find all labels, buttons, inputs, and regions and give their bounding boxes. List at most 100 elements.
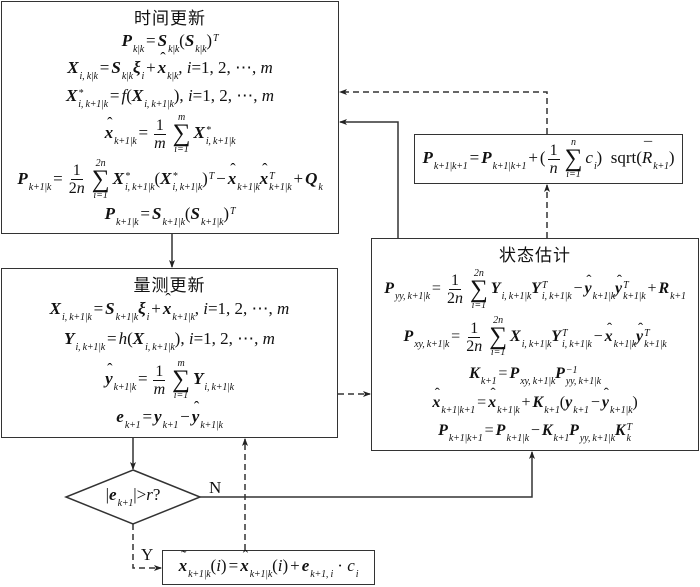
state-estimation-formula-3: K​k+1=P​xy, k+1|kP−1yy, k+1|k	[469, 364, 601, 387]
symbol-with-scripts: Q​k	[305, 169, 323, 193]
symbol-with-scripts: P​xy, k+1|k	[403, 327, 449, 350]
operator: −	[590, 393, 600, 411]
fraction-denominator: m	[152, 135, 168, 152]
symbol-with-scripts: )T​	[206, 31, 218, 55]
subscript: i, k+1|k	[501, 291, 532, 303]
subscript: i	[593, 160, 597, 172]
symbol-with-scripts: P​k+1|k+1	[438, 421, 483, 444]
math-symbol: K	[469, 364, 480, 382]
symbol-with-scripts: P​k|k	[122, 31, 145, 55]
operator: =	[477, 393, 487, 411]
scripts: ​k+1|k	[592, 280, 616, 303]
symbol-with-scripts: X​i, k+1|k	[510, 327, 551, 350]
scripts: ​k+1	[544, 394, 560, 416]
summation-upper-limit: n	[570, 137, 576, 148]
hat-accent: ˆ	[242, 547, 249, 565]
math-symbol: S	[151, 204, 162, 224]
time-update-formula-2: X​i, k|k=S​k|kξ​i+xˆ​k|k, i=1, 2, ⋯, m	[67, 51, 273, 83]
decision-diamond	[63, 469, 203, 525]
superscript: *	[78, 87, 84, 99]
symbol-with-scripts: X*i, k+1|k	[193, 123, 235, 147]
scripts: ​k+1|k	[114, 125, 137, 147]
operator: =	[93, 299, 104, 318]
superscript: ​	[250, 558, 272, 569]
subscript: i, k|k	[79, 71, 98, 83]
symbol-with-scripts: R¯​k+1	[642, 140, 669, 171]
subscript: k+1|k	[162, 217, 185, 229]
scripts: T​	[212, 32, 219, 55]
math-char: m	[153, 380, 166, 398]
measurement-update-title: 量测更新	[133, 276, 206, 296]
superscript: ​	[201, 206, 223, 217]
arrow-state-to-time-update	[339, 119, 399, 238]
superscript: T	[208, 170, 215, 182]
math-text: )	[202, 168, 208, 188]
operator: =	[469, 147, 480, 167]
math-symbol: Y	[531, 280, 541, 298]
superscript: −1	[565, 364, 578, 376]
subscript: i, k+1|k	[78, 98, 108, 110]
math-symbol: ξ	[138, 299, 146, 318]
summation-lower-limit: i=1	[471, 299, 487, 311]
summation-lower-limit: i=1	[93, 189, 108, 201]
scripts: ​k+1|k+1	[449, 422, 483, 444]
math-symbol: P	[481, 147, 492, 167]
state-correction-formula-1: x˜​k+1|k(i)=xˆ​k+1|k(i)+e​k+1, i · c​i	[179, 548, 359, 579]
subscript: k	[318, 181, 323, 193]
subscript: k|k	[168, 43, 180, 55]
subscript: i, k+1|k	[62, 312, 92, 323]
scripts: ​k|k	[122, 60, 133, 82]
symbol-with-scripts: S​k+1|k	[105, 299, 138, 323]
sigma-symbol: ∑	[172, 366, 190, 393]
subscript: i, k+1|k	[145, 342, 175, 353]
subscript: k+1|k	[592, 291, 616, 303]
math-symbol: K	[541, 422, 553, 440]
symbol-with-scripts: Y​i, k+1|k	[490, 279, 532, 303]
operator: +	[290, 555, 300, 575]
hat-accent: ˆ	[262, 160, 268, 178]
subscript: k|k	[121, 71, 133, 83]
operator: =	[53, 168, 63, 188]
superscript: *	[172, 170, 178, 182]
scripts: ​k+1|k	[506, 422, 529, 445]
superscript: ​	[449, 422, 483, 433]
superscript: ​	[125, 409, 141, 420]
superscript: ​	[144, 88, 174, 99]
operator: −	[573, 280, 583, 298]
operator: =	[140, 204, 150, 224]
math-symbol: e	[109, 485, 117, 504]
branch-label-no: N	[209, 478, 222, 497]
symbol-with-scripts: yˆ​k+1|k	[191, 399, 223, 431]
math-symbol: i	[216, 555, 221, 575]
subscript: xy, k+1|k	[414, 339, 450, 351]
math-text: (	[179, 30, 185, 50]
math-symbol: Q	[305, 168, 318, 188]
decision-condition: |e​k+1|>r?	[66, 470, 200, 524]
superscript: ​	[414, 328, 449, 339]
superscript: ​	[75, 331, 105, 342]
math-symbol: Y	[490, 280, 501, 298]
measurement-update-formula-1: X​i, k+1|k=S​k+1|kξ​i+xˆ​k+1|k, i=1, 2, …	[50, 292, 290, 323]
superscript: ​	[522, 328, 552, 339]
tilde-accent: ˜	[181, 547, 187, 565]
symbol-with-scripts: xˆ​k+1|k	[163, 292, 195, 323]
math-char: 1	[72, 162, 81, 180]
math-symbol: S	[105, 299, 115, 318]
operator: +	[151, 299, 161, 318]
subscript: k+1|k+1	[441, 404, 476, 416]
summation: 2n∑i=1	[92, 158, 110, 201]
superscript: ​	[168, 33, 179, 44]
subscript: k+1|k	[506, 433, 529, 445]
superscript: T	[212, 32, 219, 44]
